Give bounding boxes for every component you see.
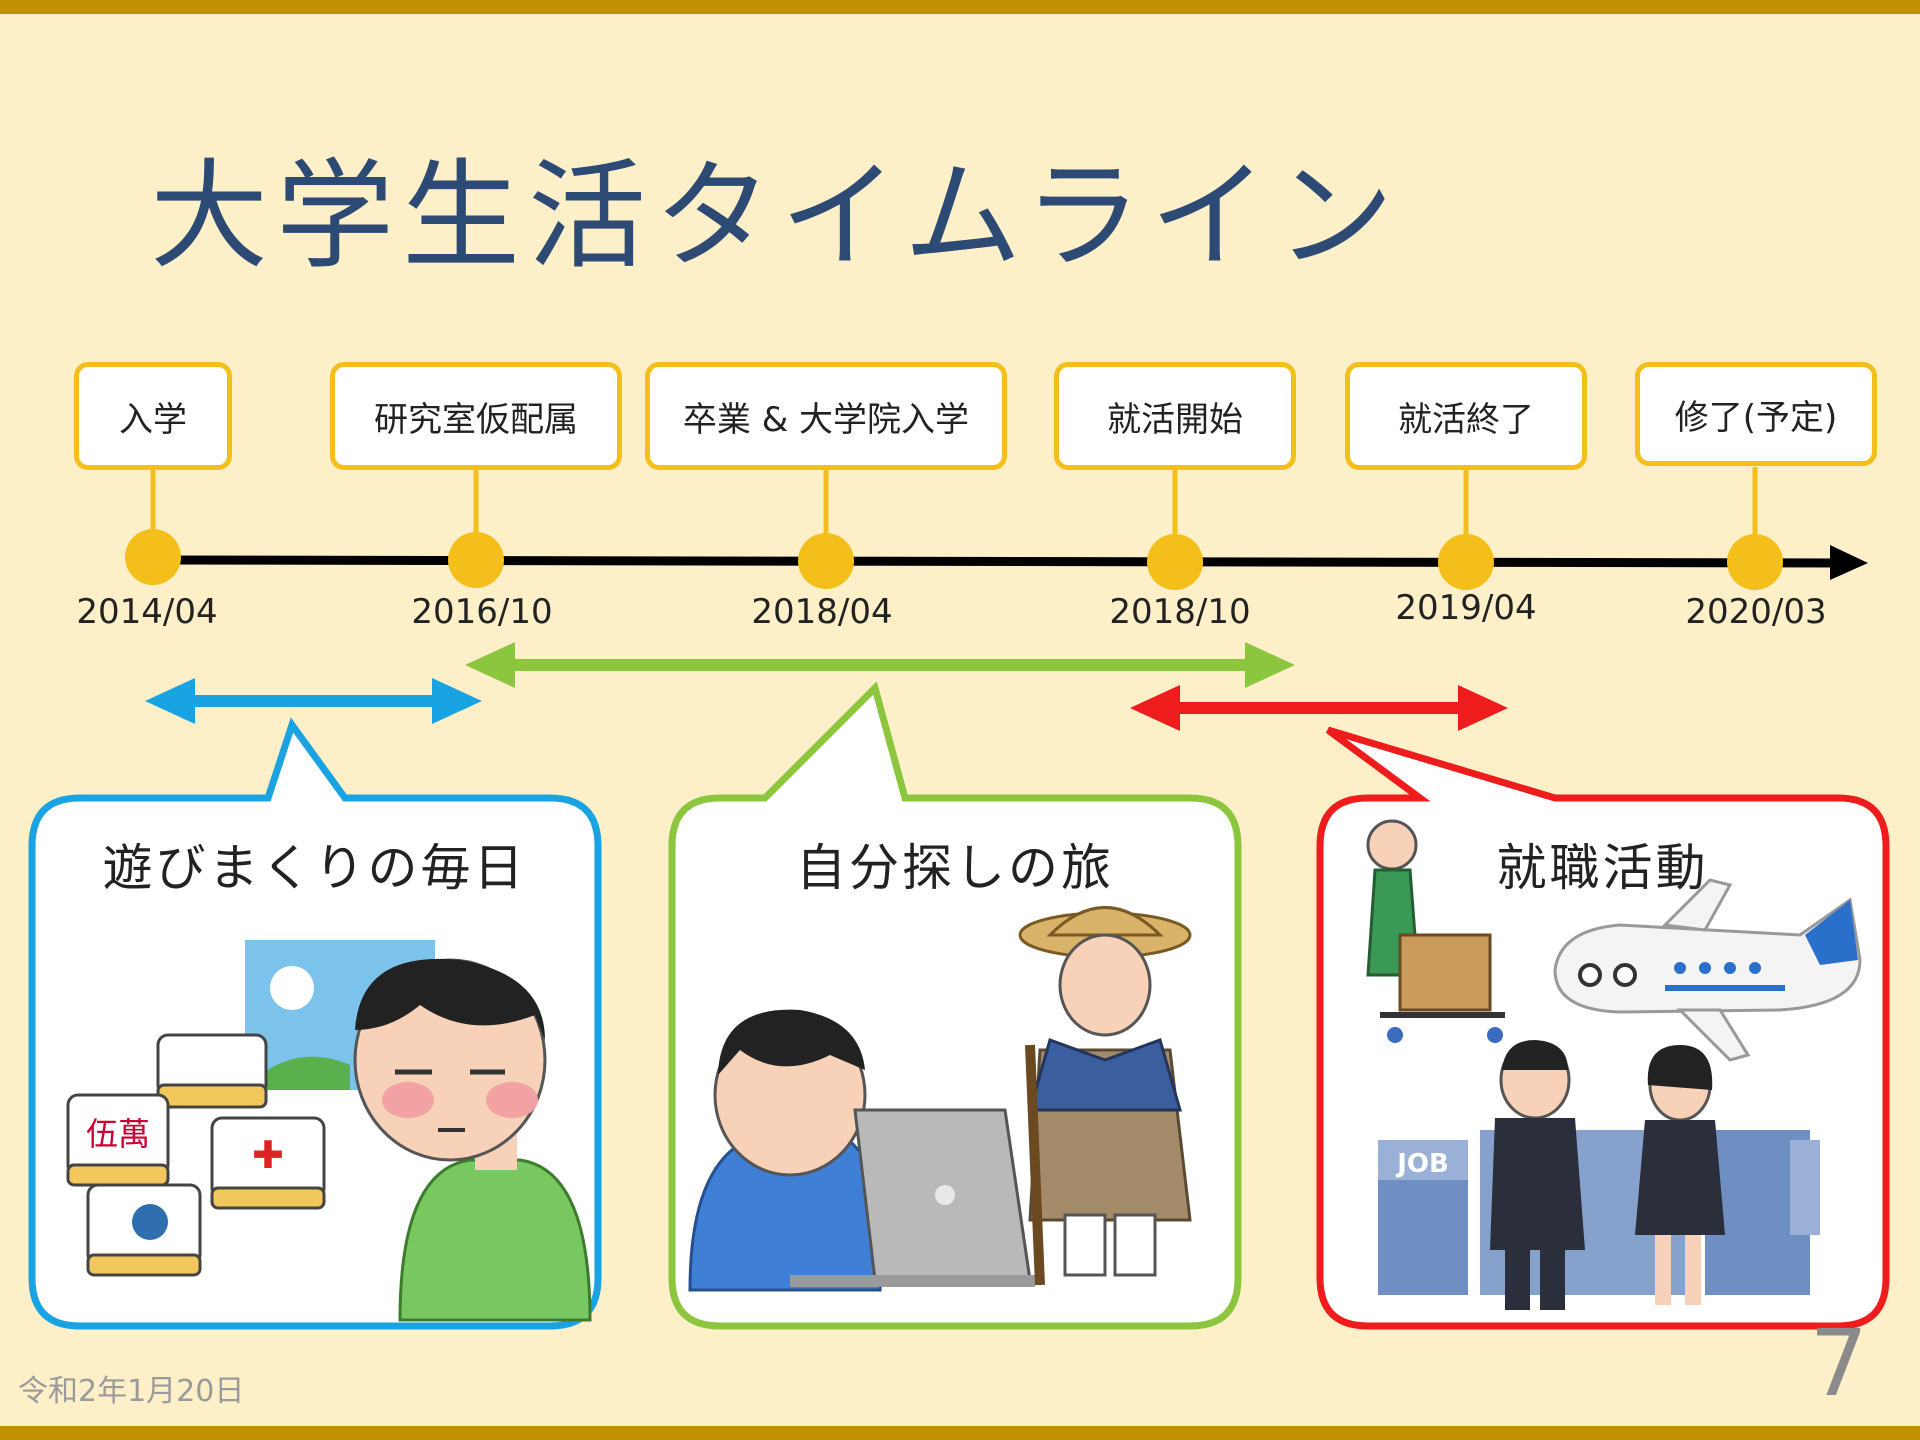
- period-arrow-blue: [145, 678, 482, 724]
- event-label-1: 入学: [74, 362, 232, 470]
- event-dot-2: [448, 532, 504, 588]
- svg-text:JOB: JOB: [1395, 1149, 1449, 1179]
- top-border: [0, 0, 1920, 14]
- event-dot-3: [798, 533, 854, 589]
- period-arrow-red: [1130, 685, 1508, 731]
- bottom-border: [0, 1426, 1920, 1440]
- event-dot-5: [1438, 534, 1494, 590]
- event-label-4: 就活開始: [1054, 362, 1296, 470]
- event-label-5: 就活終了: [1345, 362, 1587, 470]
- event-date-3: 2018/04: [751, 592, 893, 632]
- event-dot-6: [1727, 534, 1783, 590]
- mahjong-lazy-student-icon: 伍萬 ✚: [66, 940, 592, 1322]
- svg-text:✚: ✚: [252, 1133, 284, 1177]
- job-hunting-icon: JOB: [1366, 819, 1862, 1310]
- page-title: 大学生活タイムライン: [150, 147, 1402, 285]
- event-dot-1: [125, 529, 181, 585]
- timeline-arrowhead: [1830, 545, 1868, 580]
- event-dot-4: [1147, 534, 1203, 590]
- svg-text:伍萬: 伍萬: [86, 1115, 150, 1153]
- event-connectors: [150, 467, 1758, 560]
- bubble-title-2: 自分探しの旅: [796, 839, 1114, 897]
- event-date-2: 2016/10: [411, 592, 553, 632]
- event-label-3: 卒業 & 大学院入学: [645, 362, 1007, 470]
- laptop-traveler-icon: [688, 906, 1192, 1292]
- businessman: [1490, 1040, 1585, 1310]
- businesswoman: [1635, 1045, 1725, 1305]
- bubble-title-1: 遊びまくりの毎日: [102, 839, 527, 897]
- period-arrow-green: [465, 642, 1295, 688]
- timeline-axis: [149, 555, 1846, 568]
- event-date-6: 2020/03: [1685, 592, 1827, 632]
- event-label-2: 研究室仮配属: [330, 362, 622, 470]
- page-number: 7: [1809, 1310, 1868, 1417]
- event-dots: [125, 529, 1783, 590]
- bubble-title-3: 就職活動: [1496, 839, 1709, 897]
- event-date-4: 2018/10: [1109, 592, 1251, 632]
- footer-date: 令和2年1月20日: [18, 1374, 245, 1409]
- event-date-5: 2019/04: [1395, 588, 1537, 628]
- event-label-6: 修了(予定): [1635, 362, 1877, 466]
- event-date-1: 2014/04: [76, 592, 218, 632]
